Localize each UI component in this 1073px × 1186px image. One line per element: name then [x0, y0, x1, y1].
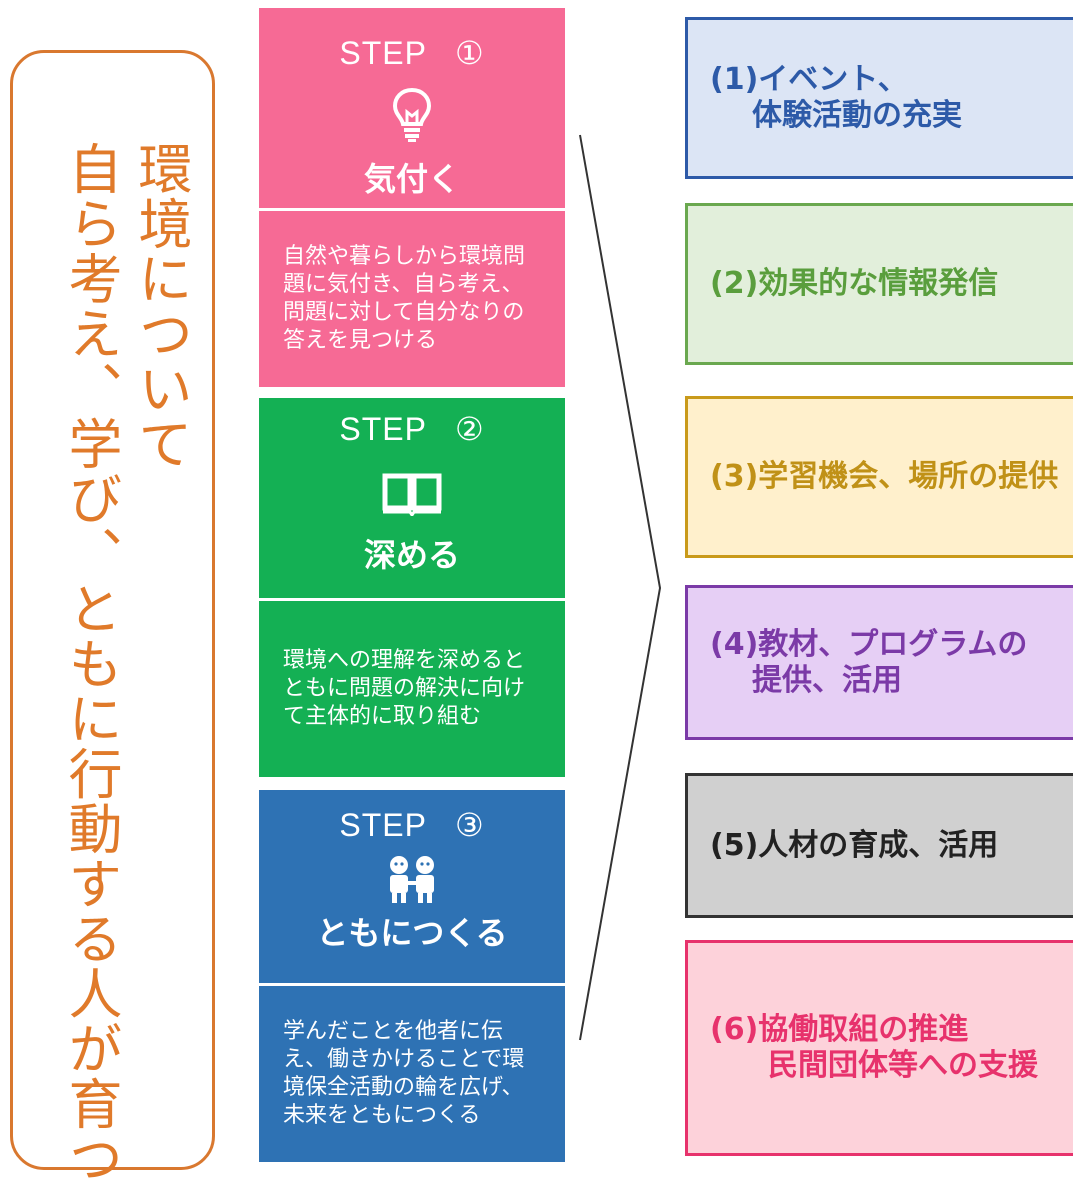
step-3-title: STEP ③ — [259, 806, 565, 844]
step-3-number: ③ — [454, 807, 485, 843]
action-2-label: (2)効果的な情報発信 — [710, 266, 999, 301]
action-box-2: (2)効果的な情報発信 — [685, 203, 1073, 365]
action-3-label: (3)学習機会、場所の提供 — [710, 459, 1059, 494]
step-2-description-text: 環境への理解を深めるとともに問題の解決に向けて主体的に取り組む — [283, 648, 526, 729]
action-box-3: (3)学習機会、場所の提供 — [685, 396, 1073, 558]
step-1-description-text: 自然や暮らしから環境問題に気付き、自ら考え、問題に対して自分なりの答えを見つける — [283, 244, 526, 353]
action-1-label: (1)イベント、 — [710, 62, 908, 97]
action-box-6: (6)協働取組の推進 民間団体等への支援 — [685, 940, 1073, 1156]
action-1-continuation: 体験活動の充実 — [752, 98, 962, 133]
step-1-name: 気付く — [363, 160, 460, 198]
banner-line-2: 自ら考え、学び、ともに行動する人が育つ — [59, 141, 122, 1186]
step-3-name: ともにつくる — [316, 914, 508, 952]
action-4-label: (4)教材、プログラムの — [710, 626, 1028, 662]
step-2-description: 環境への理解を深めるとともに問題の解決に向けて主体的に取り組む — [259, 601, 565, 777]
step-1-title: STEP ① — [259, 34, 565, 72]
step-1-header: STEP ① 気付く — [259, 8, 565, 208]
open-book-icon — [382, 473, 442, 516]
vision-banner: 環境について 自ら考え、学び、ともに行動する人が育つ — [10, 50, 215, 1186]
action-5-label: (5)人材の育成、活用 — [710, 827, 999, 863]
chevron-bracket-icon — [579, 134, 662, 1041]
step-1-label: STEP — [339, 35, 427, 71]
action-4-continuation: 提供、活用 — [752, 662, 902, 698]
step-2-label: STEP — [339, 411, 427, 447]
step-3-label: STEP — [339, 807, 427, 843]
action-box-1: (1)イベント、 体験活動の充実 — [685, 17, 1073, 179]
step-2-number: ② — [454, 411, 485, 447]
action-box-5: (5)人材の育成、活用 — [685, 773, 1073, 918]
banner-line-1: 環境について — [129, 141, 192, 471]
step-2-name: 深める — [363, 536, 460, 574]
step-3-header: STEP ③ ともにつくる — [259, 790, 565, 983]
people-holding-hands-icon — [390, 856, 434, 903]
action-6-label: (6)協働取組の推進 — [710, 1012, 969, 1047]
step-3-description-text: 学んだことを他者に伝え、働きかけることで環境保全活動の輪を広げ、未来をともにつく… — [283, 1019, 525, 1128]
lightbulb-icon — [392, 87, 432, 142]
step-1-number: ① — [454, 35, 485, 71]
step-3-description: 学んだことを他者に伝え、働きかけることで環境保全活動の輪を広げ、未来をともにつく… — [259, 986, 565, 1162]
step-1-description: 自然や暮らしから環境問題に気付き、自ら考え、問題に対して自分なりの答えを見つける — [259, 211, 565, 387]
step-2-title: STEP ② — [259, 410, 565, 448]
step-2-header: STEP ② 深める — [259, 398, 565, 598]
action-box-4: (4)教材、プログラムの 提供、活用 — [685, 585, 1073, 740]
action-6-continuation: 民間団体等への支援 — [768, 1048, 1038, 1083]
